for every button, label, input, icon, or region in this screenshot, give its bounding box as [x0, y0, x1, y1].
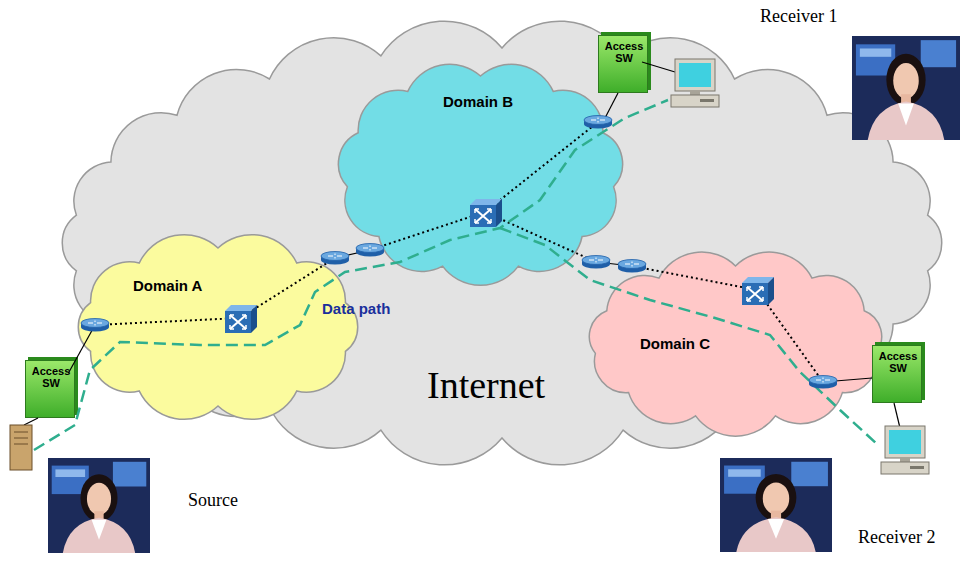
server-tower	[10, 425, 32, 470]
access-switch-box: Access SW	[25, 360, 75, 418]
access-switch-box: Access SW	[598, 35, 648, 93]
cloud-label-holder: Internet	[427, 363, 545, 407]
endpoint-label-holder: Receiver 2	[858, 527, 935, 548]
router-icon	[356, 244, 384, 257]
internet-cloud: Internet Domain A Domain B Domain C	[42, 18, 962, 468]
router-icon	[321, 252, 349, 265]
cloud-label: Internet	[427, 363, 545, 407]
server-tower-detail	[14, 432, 28, 444]
switch-label-holder: Access SW	[26, 365, 76, 391]
switch-label: Access SW	[599, 40, 649, 64]
domain-label-holder: Domain B	[443, 93, 513, 111]
domain-label-holder: Domain C	[640, 335, 710, 353]
switch-label: Access SW	[873, 350, 923, 374]
router-icon	[809, 376, 837, 389]
internet-cloud-shape	[62, 21, 941, 465]
access-link	[605, 93, 618, 118]
link-line	[95, 258, 335, 325]
domain-cloud-outline	[568, 240, 903, 445]
domain-label: Domain B	[443, 93, 513, 110]
switch-label: Access SW	[26, 365, 76, 389]
domain-label-holder: Domain A	[133, 277, 202, 295]
endpoint-label-holder: Source	[188, 490, 238, 511]
endpoint-label: Source	[188, 490, 238, 511]
core-switch-icon	[742, 277, 774, 305]
access-switch-box: Access SW	[872, 345, 922, 403]
video-frame	[852, 36, 960, 140]
data-path-line	[34, 100, 668, 450]
path-label-holder: Data path	[322, 300, 390, 318]
domain-cloud-shape	[78, 235, 357, 420]
domain-label: Domain A	[133, 277, 202, 294]
video-frame	[48, 458, 150, 553]
access-link	[894, 403, 900, 428]
endpoint-label: Receiver 1	[760, 6, 837, 27]
router-icon	[584, 116, 612, 129]
receiver-computer	[881, 426, 929, 474]
domain-cloud: Domain C	[568, 240, 903, 445]
domain-cloud-shape	[589, 252, 881, 436]
receiver-computer	[671, 59, 719, 107]
path-label: Data path	[322, 300, 390, 317]
domain-label: Domain C	[640, 335, 710, 352]
access-link	[24, 418, 38, 425]
video-frame	[720, 458, 832, 552]
router-icon	[618, 260, 646, 273]
access-link	[642, 62, 675, 72]
data-path-line	[500, 228, 878, 445]
switch-label-holder: Access SW	[599, 40, 649, 66]
endpoint-label: Receiver 2	[858, 527, 935, 548]
switch-label-holder: Access SW	[873, 350, 923, 376]
core-switch-icon	[470, 199, 502, 227]
access-link	[69, 325, 95, 372]
core-switch-icon	[225, 305, 257, 333]
endpoint-label-holder: Receiver 1	[760, 6, 837, 27]
router-icon	[582, 256, 610, 269]
domain-cloud-shape	[338, 64, 622, 285]
router-icon	[81, 319, 109, 332]
